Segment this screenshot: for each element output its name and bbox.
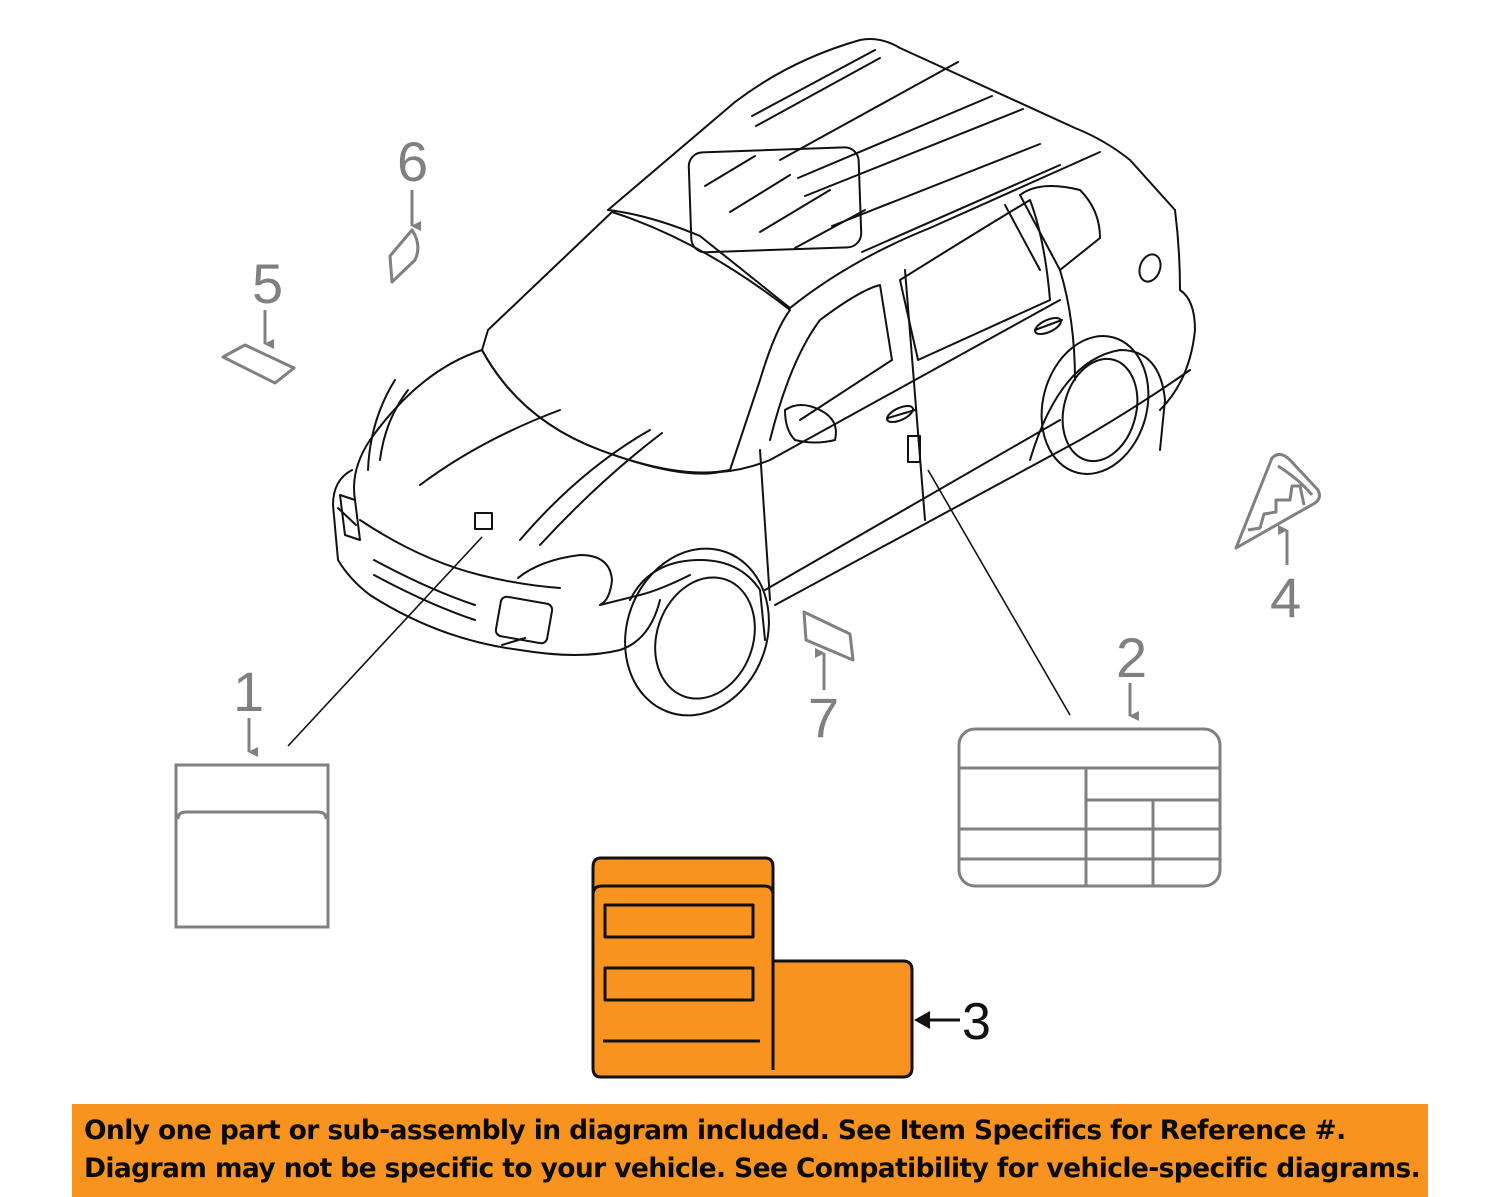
suv-line-art (332, 38, 1196, 717)
part-6-label[interactable] (388, 190, 421, 284)
disclaimer-banner: Only one part or sub-assembly in diagram… (72, 1104, 1428, 1197)
part-1-label[interactable] (174, 718, 330, 929)
disclaimer-line-2: Diagram may not be specific to your vehi… (84, 1153, 1421, 1184)
callout-number-1: 1 (233, 660, 265, 723)
callout-number-6: 6 (397, 130, 429, 193)
callout-number-2: 2 (1116, 626, 1148, 689)
leader-lines (287, 469, 1071, 747)
callout-number-7: 7 (808, 686, 840, 749)
part-7-label[interactable] (802, 610, 855, 690)
callout-number-4: 4 (1270, 566, 1302, 629)
callout-number-3: 3 (962, 993, 991, 1051)
callout-number-5: 5 (252, 252, 284, 315)
leader-line-2 (927, 469, 1071, 716)
part-2-label[interactable] (957, 683, 1222, 888)
part-3-emission-label[interactable] (591, 856, 914, 1079)
part-5-label[interactable] (221, 310, 296, 385)
arrow-3-icon (914, 1011, 960, 1029)
leader-line-1 (287, 536, 483, 747)
disclaimer-line-1: Only one part or sub-assembly in diagram… (84, 1115, 1346, 1146)
part-4-decal[interactable] (1234, 453, 1321, 565)
